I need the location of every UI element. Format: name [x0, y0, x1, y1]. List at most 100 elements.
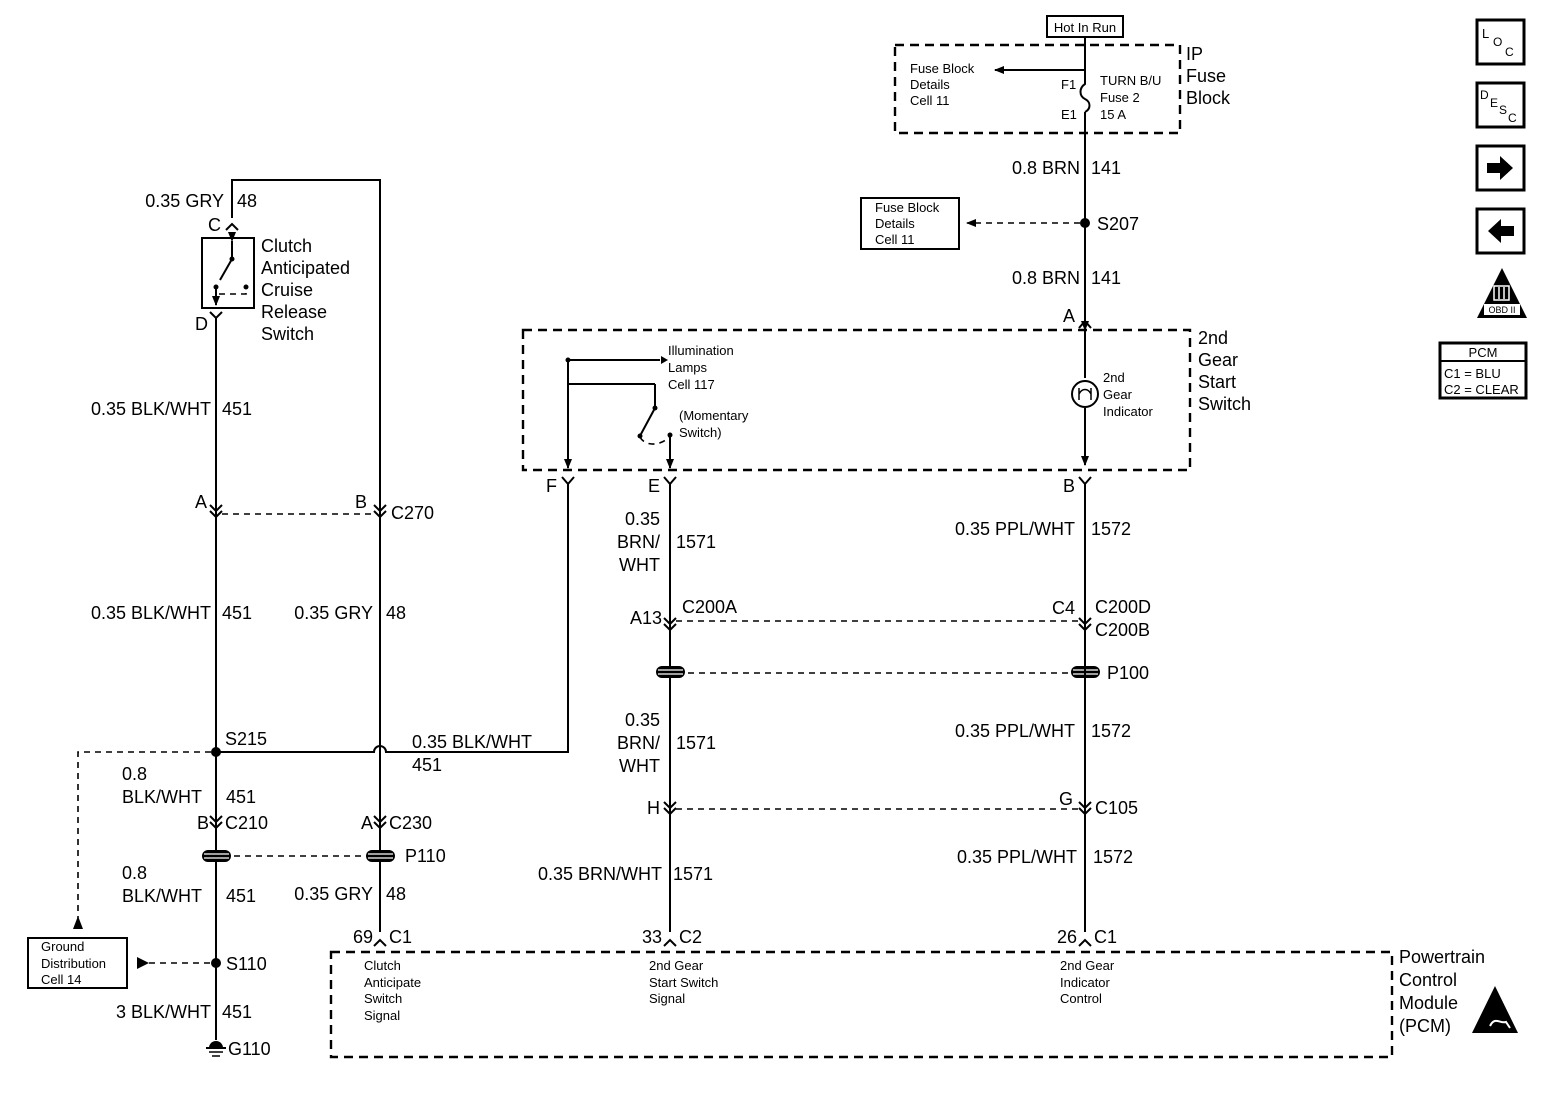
pcm-pin-26-conn: C1: [1094, 927, 1117, 947]
gear-switch-pin-a: A: [1063, 306, 1075, 326]
gear-indicator-label: 2nd Gear Indicator: [1103, 370, 1154, 419]
svg-text:Start Switch: Start Switch: [649, 975, 718, 990]
connector-e-symbol: [663, 476, 677, 486]
svg-text:Signal: Signal: [364, 1008, 400, 1023]
svg-text:Cell 117: Cell 117: [668, 377, 715, 392]
svg-text:S: S: [1499, 103, 1507, 117]
svg-text:BRN/: BRN/: [617, 733, 660, 753]
svg-text:Details: Details: [875, 216, 915, 231]
ground-distribution-box[interactable]: Ground Distribution Cell 14: [27, 937, 128, 989]
previous-page-button[interactable]: [1475, 207, 1526, 255]
wire-141-gauge-b: 0.8 BRN: [1012, 268, 1080, 288]
description-button[interactable]: D E S C: [1475, 81, 1526, 129]
svg-text:2nd Gear: 2nd Gear: [1060, 958, 1115, 973]
s110-ref-arrow-icon: [137, 957, 149, 969]
wire-48-gauge-mid: 0.35 GRY: [294, 603, 373, 623]
wire-451-horiz-circuit: 451: [412, 755, 442, 775]
svg-text:C2 = CLEAR: C2 = CLEAR: [1444, 382, 1519, 397]
pcm-pin-33: 33: [642, 927, 662, 947]
svg-text:Cruise: Cruise: [261, 280, 313, 300]
svg-text:D: D: [1480, 88, 1489, 102]
wire-48-gauge-top: 0.35 GRY: [145, 191, 224, 211]
svg-text:Control: Control: [1399, 970, 1457, 990]
svg-text:Switch): Switch): [679, 425, 722, 440]
svg-text:Cell 14: Cell 14: [41, 972, 81, 987]
gear-switch-pin-f: F: [546, 476, 557, 496]
wire-1572-gauge-a: 0.35 PPL/WHT: [955, 519, 1075, 539]
obd-ii-button[interactable]: OBD II: [1477, 268, 1527, 318]
fuse-label: TURN B/U Fuse 2 15 A: [1100, 73, 1161, 122]
c230-pin: A: [361, 813, 373, 833]
svg-text:0.8: 0.8: [122, 764, 147, 784]
wire-1572-gauge-c: 0.35 PPL/WHT: [957, 847, 1077, 867]
wire-451-gauge-a: 0.35 BLK/WHT: [91, 399, 211, 419]
svg-text:OBD II: OBD II: [1488, 305, 1515, 315]
wire-1571-gauge-a: 0.35 BRN/ WHT: [617, 509, 660, 575]
passthrough-p110-left: [202, 850, 231, 862]
splice-s110: [211, 958, 221, 968]
wire-451-gauge-e: 3 BLK/WHT: [116, 1002, 211, 1022]
c270-pin-b: B: [355, 492, 367, 512]
wire-1572-circuit-c: 1572: [1093, 847, 1133, 867]
wire-1571-circuit-b: 1571: [676, 733, 716, 753]
wire-141-gauge-a: 0.8 BRN: [1012, 158, 1080, 178]
c105-pin-h: H: [647, 798, 660, 818]
svg-text:Start: Start: [1198, 372, 1236, 392]
passthrough-p110-right: [366, 850, 395, 862]
svg-text:BRN/: BRN/: [617, 532, 660, 552]
connector-a-symbol: [1078, 319, 1092, 329]
svg-text:Cell 11: Cell 11: [910, 93, 950, 108]
wire-1572-circuit-b: 1572: [1091, 721, 1131, 741]
svg-text:Indicator: Indicator: [1060, 975, 1111, 990]
hot-in-run-label: Hot In Run: [1046, 15, 1124, 38]
ground-ref-arrow-icon: [73, 916, 83, 929]
svg-text:IP: IP: [1186, 44, 1203, 64]
svg-text:0.8: 0.8: [122, 863, 147, 883]
c200-pin: C4: [1052, 598, 1075, 618]
svg-text:Fuse 2: Fuse 2: [1100, 90, 1140, 105]
wire-451-gauge-b: 0.35 BLK/WHT: [91, 603, 211, 623]
svg-text:Indicator: Indicator: [1103, 404, 1154, 419]
fuse-details-box[interactable]: Fuse Block Details Cell 11: [860, 197, 960, 250]
c105-label: C105: [1095, 798, 1138, 818]
wire-451-circuit-a: 451: [222, 399, 252, 419]
svg-text:2nd: 2nd: [1103, 370, 1125, 385]
clutch-switch-pin-c: C: [208, 215, 221, 235]
svg-text:0.35: 0.35: [625, 710, 660, 730]
connector-b-symbol: [1078, 476, 1092, 486]
fuse-symbol: [1079, 70, 1091, 113]
svg-text:Anticipate: Anticipate: [364, 975, 421, 990]
svg-text:(PCM): (PCM): [1399, 1016, 1451, 1036]
wire-451-circuit-e: 451: [222, 1002, 252, 1022]
location-button[interactable]: L O C: [1475, 18, 1526, 66]
svg-text:2nd Gear: 2nd Gear: [649, 958, 704, 973]
pcm-pin-26-desc: 2nd Gear Indicator Control: [1060, 958, 1115, 1006]
svg-text:Hot In Run: Hot In Run: [1054, 20, 1116, 35]
ip-fuse-block-label: IP Fuse Block: [1186, 44, 1231, 108]
svg-text:WHT: WHT: [619, 555, 660, 575]
svg-text:C1 = BLU: C1 = BLU: [1444, 366, 1501, 381]
wire-1571-gauge-b: 0.35 BRN/ WHT: [617, 710, 660, 776]
clutch-switch-label: Clutch Anticipated Cruise Release Switch: [261, 236, 350, 344]
wire-451-gauge-d: 0.8 BLK/WHT: [122, 863, 202, 906]
c270-pin-a: A: [195, 492, 207, 512]
svg-text:C: C: [1505, 45, 1514, 59]
c200d-label: C200D: [1095, 597, 1151, 617]
svg-text:Switch: Switch: [1198, 394, 1251, 414]
clutch-switch-pin-d: D: [195, 314, 208, 334]
wire-451-circuit-b: 451: [222, 603, 252, 623]
svg-text:Switch: Switch: [261, 324, 314, 344]
c210-label: C210: [225, 813, 268, 833]
arrow-left-icon: [1488, 219, 1514, 243]
c200b-label: C200B: [1095, 620, 1150, 640]
momentary-switch-label: (Momentary Switch): [679, 408, 749, 440]
wire-1571-circuit-c: 1571: [673, 864, 713, 884]
fuse-block-details-ref[interactable]: Fuse Block Details Cell 11: [910, 61, 975, 108]
illumination-lamps-label[interactable]: Illumination Lamps Cell 117: [668, 343, 734, 392]
svg-text:Lamps: Lamps: [668, 360, 708, 375]
svg-text:L: L: [1482, 26, 1489, 41]
svg-text:O: O: [1493, 35, 1502, 49]
c200a-pin: A13: [630, 608, 662, 628]
svg-text:Powertrain: Powertrain: [1399, 947, 1485, 967]
next-page-button[interactable]: [1475, 144, 1526, 192]
